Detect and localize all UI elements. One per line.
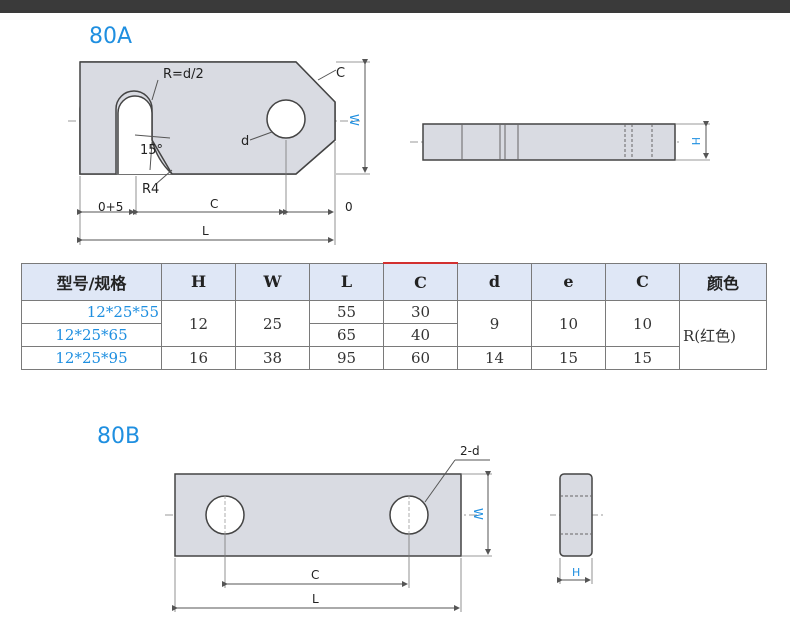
header-color: 颜色: [679, 262, 767, 301]
drawing-80b-side: H: [550, 473, 604, 584]
part-80b-side: [559, 473, 593, 557]
cell-l: 55: [309, 300, 384, 324]
drawing-80a-side: H: [410, 121, 710, 161]
spec-table: 型号/规格 H W L C d e C 颜色 12*25*55 12 25 55…: [21, 262, 767, 370]
drawing-80b-plan: 2-d W C L: [165, 444, 492, 612]
cell-d: 14: [457, 346, 532, 370]
header-h: H: [161, 262, 236, 301]
header-c2: C: [605, 262, 680, 301]
cell-c: 60: [383, 346, 458, 370]
cell-l: 65: [309, 323, 384, 347]
header-w: W: [235, 262, 310, 301]
cell-d: 9: [457, 300, 532, 347]
label-holes: 2-d: [460, 444, 480, 458]
label-slot-offset: 0+5: [98, 200, 123, 214]
top-bar: [0, 0, 790, 13]
slot: [117, 95, 173, 175]
cell-model: 12*25*95: [21, 346, 162, 370]
label-width: W: [347, 114, 361, 126]
section-title-80a: 80A: [89, 24, 133, 49]
label-hole-dist-80b: C: [311, 568, 319, 582]
cell-c: 30: [383, 300, 458, 324]
cell-e: 10: [531, 300, 606, 347]
cell-l: 95: [309, 346, 384, 370]
cell-w: 38: [235, 346, 310, 370]
cell-model: 12*25*65: [21, 323, 162, 347]
label-length: L: [202, 224, 209, 238]
label-hole-d: d: [241, 134, 249, 149]
section-title-80b: 80B: [97, 424, 141, 449]
drawing-80a-plan: R=d/2 C d 15° R4 0+5 C 0 L W: [68, 59, 370, 245]
label-corner-radius: R4: [142, 182, 159, 197]
label-height-80a: H: [689, 137, 702, 145]
label-height-80b: H: [572, 566, 580, 579]
cell-c2: 10: [605, 300, 680, 347]
cell-c2: 15: [605, 346, 680, 370]
header-model: 型号/规格: [21, 262, 162, 301]
header-d: d: [457, 262, 532, 301]
cell-h: 12: [161, 300, 236, 347]
cell-color: R(红色): [679, 300, 767, 370]
label-end-gap: 0: [345, 200, 353, 214]
header-e: e: [531, 262, 606, 301]
label-length-80b: L: [312, 592, 319, 606]
hole-80a: [266, 99, 306, 139]
cell-model: 12*25*55: [21, 300, 162, 324]
table-row: 12*25*95 16 38 95 60 14 15 15: [21, 346, 767, 370]
cell-w: 25: [235, 300, 310, 347]
label-chamfer-c: C: [336, 66, 345, 81]
cell-e: 15: [531, 346, 606, 370]
cell-h: 16: [161, 346, 236, 370]
cell-c: 40: [383, 323, 458, 347]
part-80a-side: [422, 123, 676, 161]
label-width-80b: W: [471, 508, 485, 520]
label-hole-dist: C: [210, 197, 218, 211]
header-c: C: [383, 262, 458, 301]
header-l: L: [309, 262, 384, 301]
label-angle: 15°: [140, 143, 163, 158]
table-row: 12*25*55 12 25 55 30 9 10 10 R(红色): [21, 300, 767, 370]
label-radius: R=d/2: [163, 67, 204, 82]
